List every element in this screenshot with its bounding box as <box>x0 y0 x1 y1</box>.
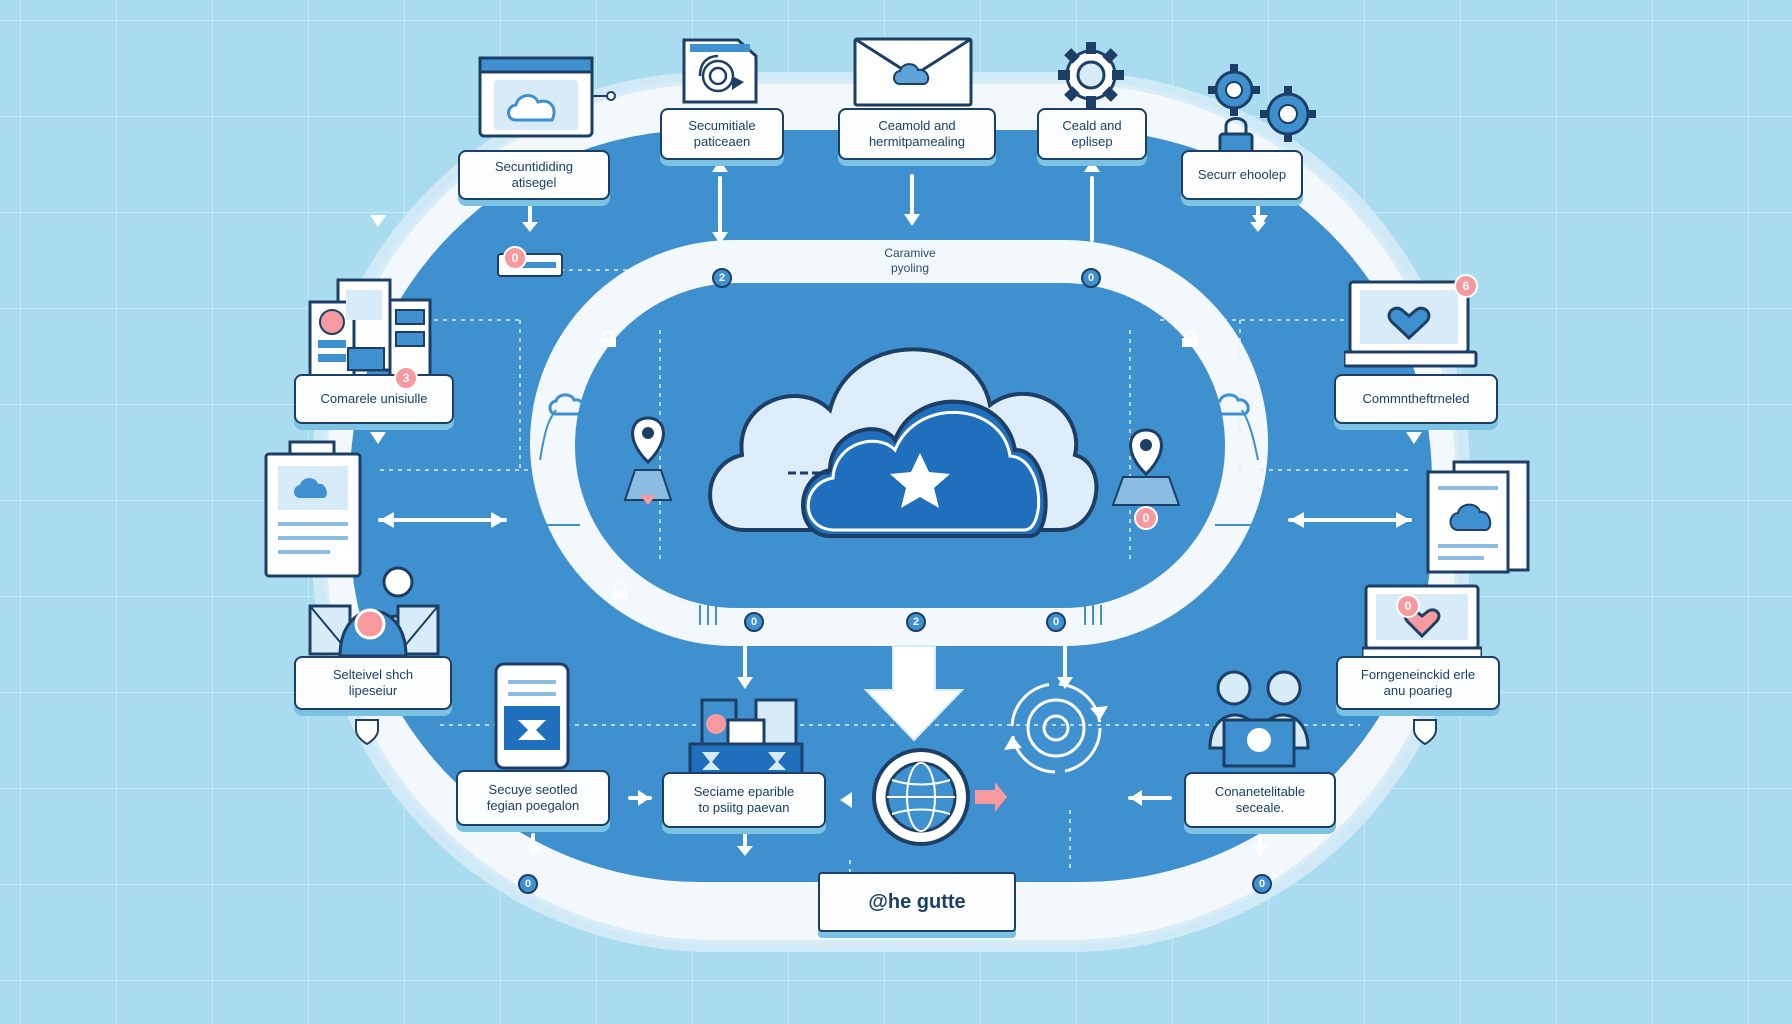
alert-badge: 6 <box>1454 274 1478 298</box>
cloud-small-icon <box>548 393 586 416</box>
laptop-heart-icon <box>1344 280 1478 368</box>
alert-badge: 3 <box>394 366 418 390</box>
step-badge: 2 <box>906 612 926 632</box>
step-badge: 2 <box>712 268 732 288</box>
alert-badge: 0 <box>503 246 527 270</box>
cloud-small-icon <box>1212 393 1250 416</box>
photo-stack-icon <box>688 698 804 776</box>
label-comarele: Comarele unisiulle <box>294 374 454 424</box>
gears-lock-icon <box>1208 64 1316 158</box>
lock-icon <box>612 583 628 599</box>
step-badge: 0 <box>744 612 764 632</box>
step-badge: 0 <box>1081 268 1101 288</box>
alert-badge: 0 <box>1396 594 1420 618</box>
email-cloud-icon <box>853 37 973 107</box>
lock-icon <box>600 331 616 347</box>
mobile-phone-icon <box>494 662 570 770</box>
lock-icon <box>1182 331 1198 347</box>
browser-cloud-icon <box>478 56 616 138</box>
cloud-document-icon <box>264 440 362 578</box>
cloud-report-icon <box>1426 460 1530 574</box>
users-group-icon <box>308 566 440 658</box>
step-badge: 0 <box>518 874 538 894</box>
fingerprint-document-icon <box>682 38 758 104</box>
step-badge: 0 <box>1046 612 1066 632</box>
shield-icon <box>355 719 379 746</box>
alert-badge: 0 <box>1134 506 1158 530</box>
server-racks-icon <box>308 278 432 380</box>
step-badge: 0 <box>1252 874 1272 894</box>
diagram-title: @he gutte <box>818 872 1016 932</box>
monitor-heart-icon <box>1362 584 1482 662</box>
label-securr-ehoolep: Securr ehoolep <box>1181 150 1303 200</box>
label-commntheftrneled: Commntheftrneled <box>1334 374 1498 424</box>
gear-icon <box>1058 42 1124 108</box>
shield-icon <box>1413 719 1437 746</box>
team-meeting-icon <box>1208 670 1310 768</box>
